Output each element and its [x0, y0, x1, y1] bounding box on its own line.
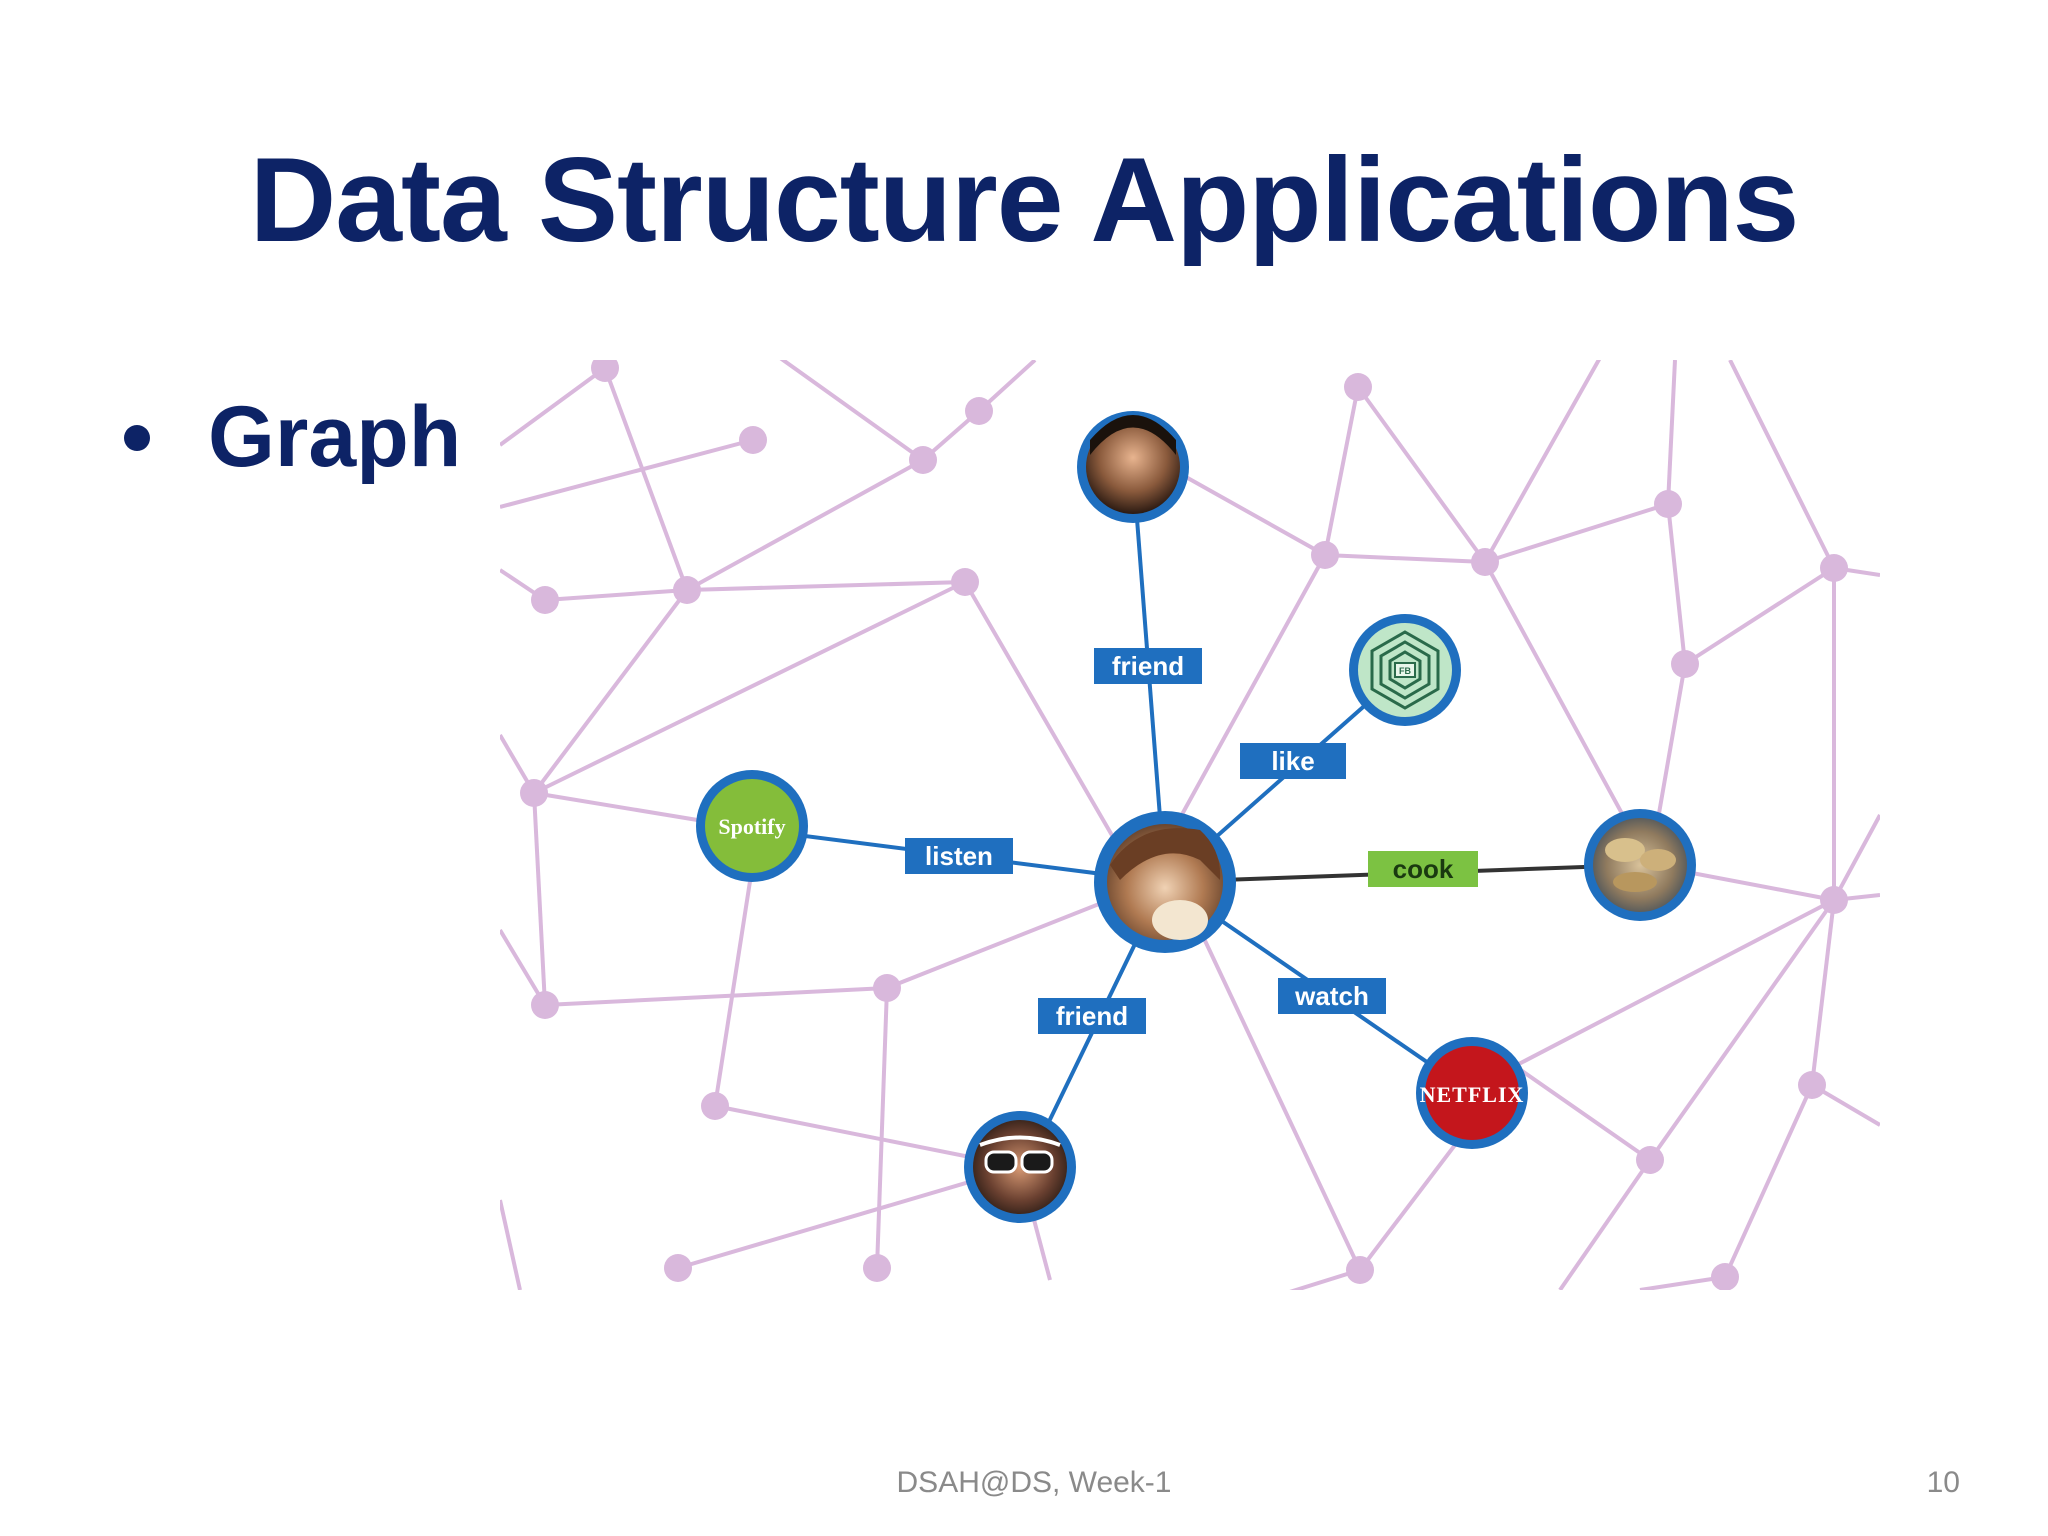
slide-number: 10 [1926, 1466, 1960, 1499]
svg-text:like: like [1271, 746, 1314, 776]
avatar-center-user [1094, 811, 1236, 953]
spotify-logo-node: Spotify [696, 770, 808, 882]
background-mesh-nodes [520, 360, 1848, 1290]
svg-text:NETFLIX: NETFLIX [1420, 1082, 1525, 1107]
edge-label-like: like [1240, 743, 1346, 779]
fb-logo-node: FB [1349, 614, 1461, 726]
edge-label-watch: watch [1278, 978, 1386, 1014]
svg-text:friend: friend [1056, 1001, 1128, 1031]
bullet-item-graph: Graph [124, 388, 461, 487]
social-graph-figure: friend like listen cook watch friend FB [500, 360, 1880, 1290]
svg-text:cook: cook [1393, 854, 1454, 884]
edge-label-friend-top: friend [1094, 648, 1202, 684]
edge-label-cook: cook [1368, 851, 1478, 887]
svg-text:friend: friend [1112, 651, 1184, 681]
avatar-top-friend [1077, 411, 1189, 523]
cookies-photo-node [1584, 809, 1696, 921]
bullet-label: Graph [208, 389, 462, 485]
netflix-logo-node: NETFLIX [1416, 1037, 1528, 1149]
avatar-bottom-friend [964, 1111, 1076, 1223]
edge-label-listen: listen [905, 838, 1013, 874]
svg-text:listen: listen [925, 841, 993, 871]
bullet-dot-icon [124, 424, 150, 451]
edge-label-friend-bottom: friend [1038, 998, 1146, 1034]
slide-title: Data Structure Applications [249, 133, 1800, 267]
svg-text:watch: watch [1294, 981, 1369, 1011]
svg-text:FB: FB [1399, 666, 1411, 676]
footer-course-label: DSAH@DS, Week-1 [896, 1466, 1172, 1499]
svg-text:Spotify: Spotify [718, 814, 785, 839]
